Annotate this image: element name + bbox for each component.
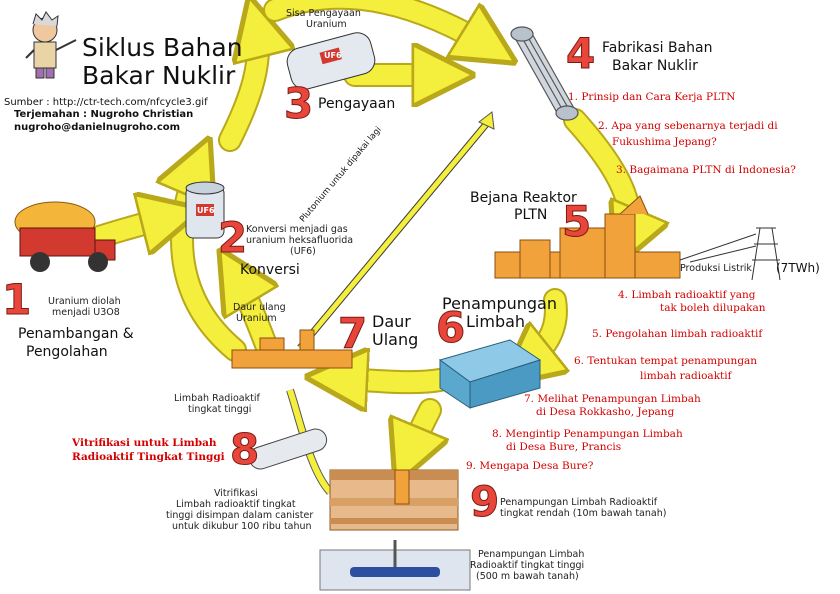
stage-8-desc-4: untuk dikubur 100 ribu tahun (172, 521, 312, 532)
stage-1-note-1: Uranium diolah (48, 296, 121, 307)
stage-3-name: Pengayaan (318, 96, 396, 112)
stage-2-note-1: Konversi menjadi gas (246, 224, 348, 235)
title-line-2: Bakar Nuklir (82, 61, 236, 90)
stage-8-name-2[interactable]: Radioaktif Tingkat Tinggi (72, 451, 225, 463)
email-credit: nugroho@danielnugroho.com (14, 122, 181, 133)
stage-5-name-1: Bejana Reaktor (470, 190, 577, 206)
uf6-canister-enrichment (286, 32, 376, 90)
stage-4-number: 4 (565, 29, 596, 78)
stage-8-note-1: Limbah Radioaktif (174, 393, 260, 404)
uf6-label-conversion: UF6 (197, 206, 215, 215)
stage-3-number: 3 (283, 79, 314, 128)
scientist-figure (25, 11, 77, 79)
stage-7-note-1: Daur ulang (233, 302, 286, 313)
stage-9-number: 9 (469, 477, 500, 526)
link-6-line-1[interactable]: 6. Tentukan tempat penampungan (574, 355, 758, 367)
stage-8-desc-1: Vitrifikasi (214, 488, 258, 499)
stage-7-note-2: Uranium (236, 313, 277, 324)
stage-9-deep-2: Radioaktif tingkat tinggi (470, 560, 585, 571)
link-1[interactable]: 1. Prinsip dan Cara Kerja PLTN (568, 91, 736, 103)
link-2-line-1[interactable]: 2. Apa yang sebenarnya terjadi di (598, 120, 778, 132)
electricity-label: Produksi Listrik (680, 263, 752, 274)
deep-repository (319, 540, 471, 591)
stage-1-number: 1 (1, 275, 32, 324)
link-7-line-2[interactable]: di Desa Rokkasho, Jepang (536, 406, 675, 418)
waste-storage-box (438, 339, 542, 409)
stage-9-deep-3: (500 m bawah tanah) (476, 571, 579, 582)
link-4-line-2[interactable]: tak boleh dilupakan (660, 302, 766, 314)
uf6-canister-conversion (185, 181, 225, 239)
uf6-label-enrichment: UF6 (324, 51, 342, 60)
translator-credit: Terjemahan : Nugroho Christian (14, 109, 194, 120)
stage-1-note-2: menjadi U3O8 (52, 307, 120, 318)
stage-1-name-1: Penambangan & (18, 326, 134, 342)
plutonium-line (297, 111, 495, 351)
stage-8-name-1[interactable]: Vitrifikasi untuk Limbah (72, 437, 217, 449)
stage-8-number: 8 (229, 425, 260, 474)
transmission-tower (679, 227, 781, 281)
ore-truck (14, 201, 116, 272)
stage-7-name-2: Ulang (372, 330, 419, 349)
power-plant (494, 195, 681, 279)
stage-6-name-2: Limbah (466, 312, 526, 331)
shallow-repository (329, 469, 459, 531)
fuel-assembly (510, 26, 579, 121)
stage-8-note-2: tingkat tinggi (188, 404, 252, 415)
stage-4-name-2: Bakar Nuklir (612, 58, 698, 74)
stage-2-note-3: (UF6) (290, 246, 316, 257)
stage-2-number: 2 (217, 213, 248, 262)
recycling-plant (231, 329, 353, 369)
link-5[interactable]: 5. Pengolahan limbah radioaktif (592, 328, 763, 340)
stage-6-number: 6 (435, 303, 466, 352)
link-8-line-2[interactable]: di Desa Bure, Prancis (506, 441, 622, 453)
stage-7-name-1: Daur (372, 312, 411, 331)
glass-canister (248, 428, 328, 470)
stage-8-desc-3: tinggi disimpan dalam canister (166, 510, 314, 521)
stage-5-name-2: PLTN (514, 207, 548, 223)
electricity-value: (7TWh) (776, 261, 820, 275)
link-3[interactable]: 3. Bagaimana PLTN di Indonesia? (616, 164, 796, 176)
link-7-line-1[interactable]: 7. Melihat Penampungan Limbah (524, 393, 701, 405)
stage-5-number: 5 (561, 197, 592, 246)
stage-9-deep-1: Penampungan Limbah (478, 549, 585, 560)
link-9[interactable]: 9. Mengapa Desa Bure? (466, 460, 594, 472)
stage-2-note-2: uranium heksafluorida (246, 235, 354, 246)
stage-2-name: Konversi (240, 262, 300, 278)
stage-3-note-2: Uranium (306, 19, 347, 30)
stage-3-note-1: Sisa Pengayaan (286, 8, 361, 19)
link-2-line-2[interactable]: Fukushima Jepang? (612, 136, 717, 148)
stage-4-name-1: Fabrikasi Bahan (602, 40, 713, 56)
stage-6-name-1: Penampungan (442, 294, 557, 313)
link-8-line-1[interactable]: 8. Mengintip Penampungan Limbah (492, 428, 683, 440)
stage-9-note-1: Penampungan Limbah Radioaktif (500, 497, 658, 508)
source-credit: Sumber : http://ctr-tech.com/nfcycle3.gi… (4, 97, 208, 108)
stage-7-number: 7 (337, 309, 368, 358)
link-4-line-1[interactable]: 4. Limbah radioaktif yang (618, 289, 756, 301)
stage-1-name-2: Pengolahan (26, 344, 108, 360)
stage-8-desc-2: Limbah radioaktif tingkat (176, 499, 296, 510)
stage-9-note-2: tingkat rendah (10m bawah tanah) (500, 508, 667, 519)
link-6-line-2[interactable]: limbah radioaktif (640, 370, 732, 382)
title-line-1: Siklus Bahan (82, 33, 243, 62)
